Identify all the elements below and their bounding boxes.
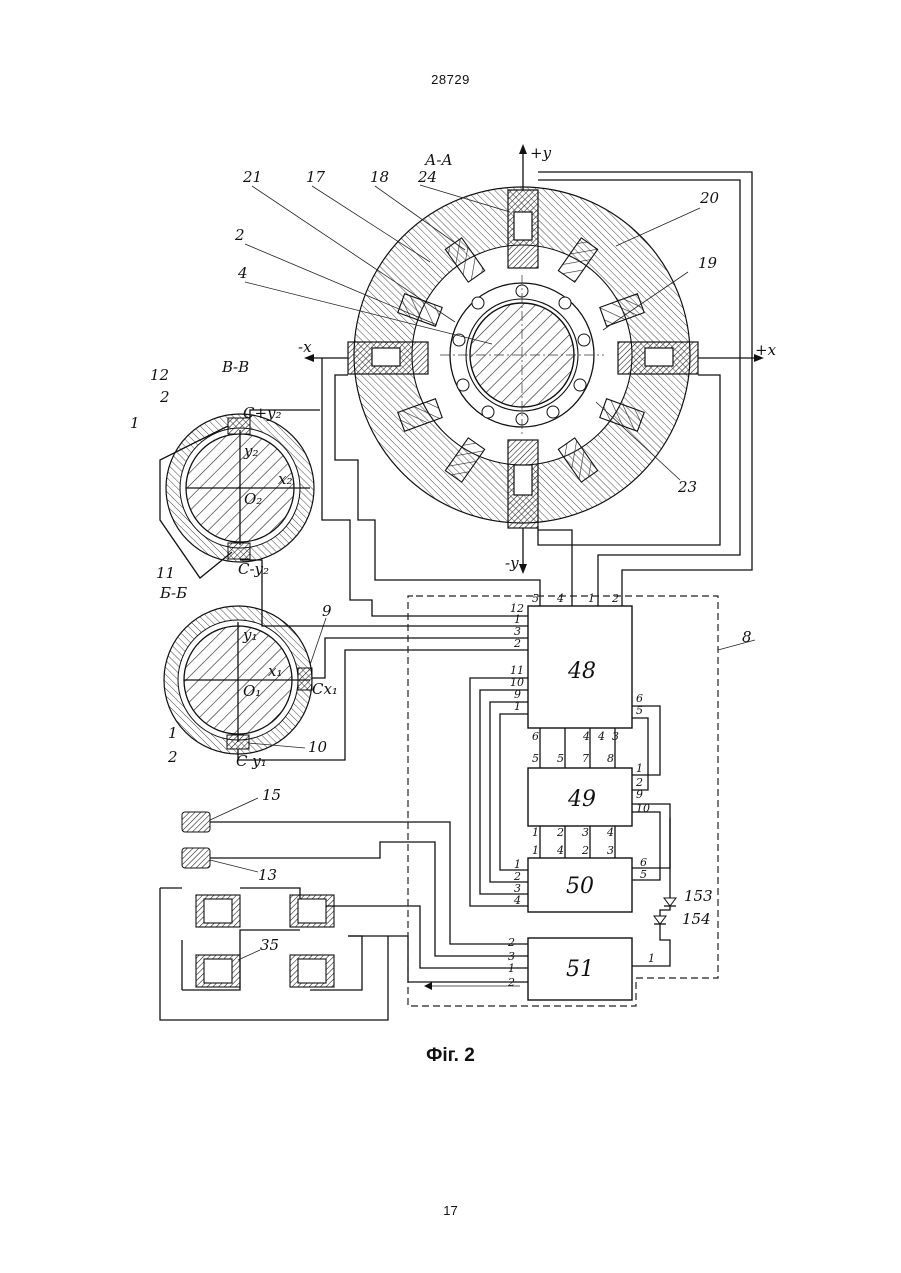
- axis-plus-x-label: +x: [755, 341, 777, 359]
- section-aa-label: А-А: [424, 151, 453, 169]
- origin-label-o2: O₂: [244, 490, 262, 508]
- sensor-15: [182, 798, 258, 832]
- block-48-label: 48: [567, 659, 596, 684]
- axis-label-x1: x₁: [268, 662, 282, 680]
- pin-49-right-4: 10: [636, 802, 650, 815]
- pin-48-top-2: 4: [556, 592, 564, 605]
- sensor-label-c-plus-y2: С+y₂: [243, 404, 282, 422]
- pin-50-top-1: 1: [532, 844, 539, 857]
- part-label-8: 8: [742, 628, 752, 646]
- part-label-2-top: 2: [234, 226, 245, 244]
- pin-48-left-4: 2: [513, 637, 521, 650]
- block-51-label: 51: [566, 957, 594, 982]
- part-label-154: 154: [682, 910, 711, 928]
- section-aa-view: А-А +y -y -x +x 21 17 18 24 2 4 20 19 23: [234, 144, 777, 574]
- part-label-153: 153: [684, 887, 713, 905]
- pin-50-right-2: 5: [640, 868, 647, 881]
- part-label-35: 35: [260, 936, 279, 954]
- pin-49-right-3: 9: [636, 788, 643, 801]
- pin-48-bottom-4: 3: [612, 730, 619, 743]
- sensor-label-c-minus-y2: С-y₂: [238, 560, 269, 578]
- sensor-label-c-x1: Сx₁: [312, 680, 338, 698]
- pin-48-top-3: 1: [588, 592, 595, 605]
- pin-51-left-1: 2: [507, 936, 515, 949]
- part-label-1-vv: 1: [130, 414, 140, 432]
- block-50: 50: [528, 858, 632, 912]
- axis-minus-y-label: -y: [505, 554, 519, 572]
- pin-48-bottom-1: 6: [532, 730, 539, 743]
- pin-49-right-1: 1: [636, 762, 643, 775]
- part-label-23: 23: [677, 478, 697, 496]
- pin-50-top-4: 3: [607, 844, 614, 857]
- section-vv-label: В-В: [221, 358, 249, 376]
- section-bb-view: Б-Б 9 y₁ x₁ O₁ Сx₁ 1 2 10 С y₁: [159, 584, 338, 770]
- pin-51-left-3: 1: [508, 962, 515, 975]
- section-bb-label: Б-Б: [159, 584, 187, 602]
- pin-50-top-3: 2: [581, 844, 589, 857]
- pin-49-bottom-4: 4: [606, 826, 614, 839]
- origin-label-o1: O₁: [243, 682, 261, 700]
- sensor-c-x1: [298, 668, 312, 690]
- part-label-2-vv: 2: [159, 388, 170, 406]
- part-label-13: 13: [258, 866, 277, 884]
- block-49-label: 49: [567, 787, 596, 812]
- pin-48-top-4: 2: [611, 592, 619, 605]
- axis-label-y1: y₁: [242, 626, 258, 644]
- axis-plus-y-label: +y: [530, 144, 552, 162]
- block-50-label: 50: [566, 874, 594, 899]
- part-label-20: 20: [699, 189, 720, 207]
- pin-48-bottom-3: 4: [597, 730, 605, 743]
- part-label-24: 24: [417, 168, 437, 186]
- sensor-label-c-y1: С y₁: [236, 752, 267, 770]
- pin-48-bottom-2: 4: [582, 730, 590, 743]
- part-label-12: 12: [150, 366, 169, 384]
- section-vv-view: В-В 12 2 1 С+y₂ y₂ x₂ O₂ С-y₂ 11: [130, 358, 314, 582]
- sensor-c-y1: [227, 735, 249, 749]
- pin-48-top-1: 5: [532, 592, 539, 605]
- pin-51-right-1: 1: [648, 952, 655, 965]
- part-label-9: 9: [322, 602, 332, 620]
- part-label-11: 11: [156, 564, 175, 582]
- part-label-21: 21: [242, 168, 262, 186]
- block-49: 49: [528, 768, 632, 826]
- pin-49-bottom-3: 3: [582, 826, 589, 839]
- pin-50-left-4: 4: [513, 894, 521, 907]
- part-label-1-bb: 1: [168, 724, 178, 742]
- pin-49-top-2: 5: [557, 752, 564, 765]
- pin-48-left-8: 1: [514, 700, 521, 713]
- part-label-2-bb: 2: [167, 748, 178, 766]
- sensor-c-minus-y2: [228, 543, 250, 559]
- part-label-17: 17: [306, 168, 326, 186]
- axis-minus-x-label: -x: [298, 338, 312, 356]
- pin-49-top-3: 7: [582, 752, 589, 765]
- block-51: 51: [528, 938, 632, 1000]
- part-label-19: 19: [698, 254, 718, 272]
- figure-caption: Фіг. 2: [0, 1045, 901, 1067]
- block-48: 48: [528, 606, 632, 728]
- pin-48-right-2: 5: [636, 704, 643, 717]
- sensor-13: [182, 848, 258, 872]
- axis-label-y2: y₂: [243, 442, 259, 460]
- pin-51-left-4: 2: [507, 976, 515, 989]
- axis-label-x2: x₂: [278, 470, 292, 488]
- page-number-bottom: 17: [0, 1203, 901, 1218]
- pin-50-top-2: 4: [556, 844, 564, 857]
- pin-49-top-4: 8: [607, 752, 614, 765]
- pin-49-bottom-1: 1: [532, 826, 539, 839]
- pin-49-bottom-2: 2: [556, 826, 564, 839]
- part-label-4: 4: [237, 264, 248, 282]
- pin-49-top-1: 5: [532, 752, 539, 765]
- part-label-18: 18: [370, 168, 389, 186]
- part-label-15: 15: [262, 786, 281, 804]
- part-label-10: 10: [308, 738, 328, 756]
